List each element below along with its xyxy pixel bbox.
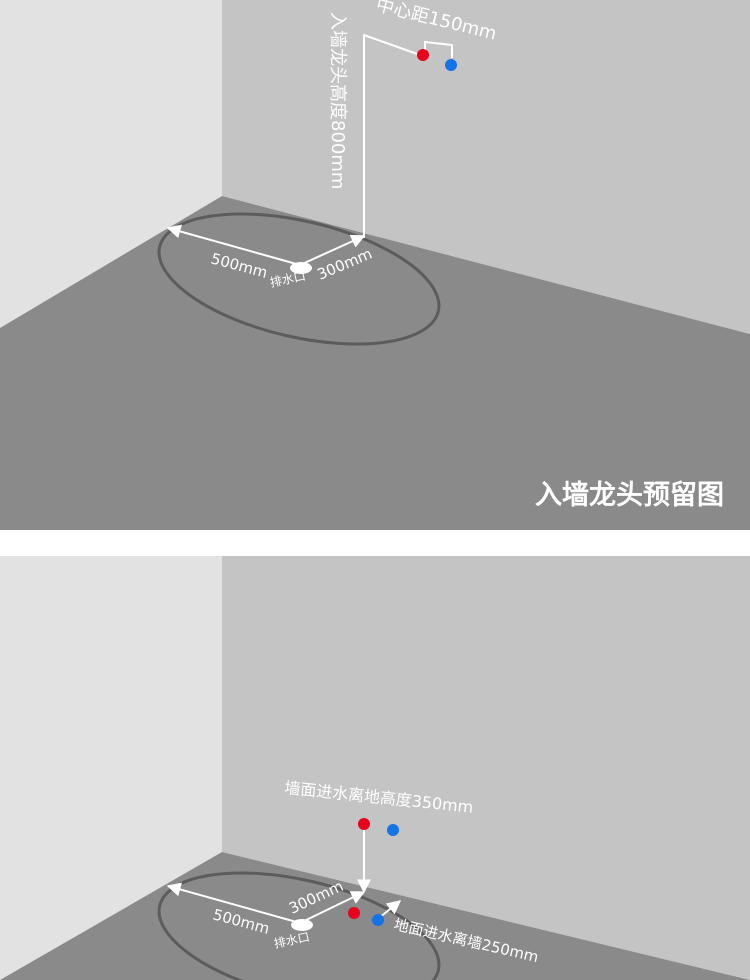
cold-water-point	[445, 59, 457, 71]
inlet-layout-diagram: 墙面进水离地高度350mm 地面进水离墙250mm 500mm 300mm 排水…	[0, 556, 750, 980]
drain-zone-ellipse	[157, 871, 441, 980]
wall-faucet-diagram: 500mm 300mm 排水口 入墙龙头高度800mm 中心距150mm 入墙龙…	[0, 0, 750, 530]
left-wall	[0, 0, 222, 328]
back-wall	[222, 0, 750, 334]
floor-hot-water-point	[348, 907, 360, 919]
floor-cold-water-point	[372, 914, 384, 926]
drain-zone-ellipse	[157, 212, 441, 346]
inlet-layout-panel: 墙面进水离地高度350mm 地面进水离墙250mm 500mm 300mm 排水…	[0, 556, 750, 980]
dim-line-300mm	[299, 234, 366, 266]
faucet-height-label: 入墙龙头高度800mm	[327, 12, 348, 189]
hot-water-point	[417, 49, 429, 61]
left-wall	[0, 556, 222, 980]
floor	[0, 196, 750, 530]
drain-outlet	[290, 262, 312, 274]
center-distance-bracket	[424, 40, 453, 58]
dim-line-300mm	[299, 891, 366, 924]
dim-line-500mm	[166, 882, 301, 924]
panel-title: 入墙龙头预留图	[535, 480, 724, 511]
floor-inlet-distance-line	[378, 900, 402, 919]
back-wall	[222, 556, 750, 980]
wall-faucet-panel: 500mm 300mm 排水口 入墙龙头高度800mm 中心距150mm 入墙龙…	[0, 0, 750, 530]
wall-hot-water-point	[358, 818, 370, 830]
dim-line-500mm	[166, 224, 301, 266]
drain-outlet	[291, 919, 313, 931]
wall-cold-water-point	[387, 824, 399, 836]
height-line	[363, 33, 421, 238]
